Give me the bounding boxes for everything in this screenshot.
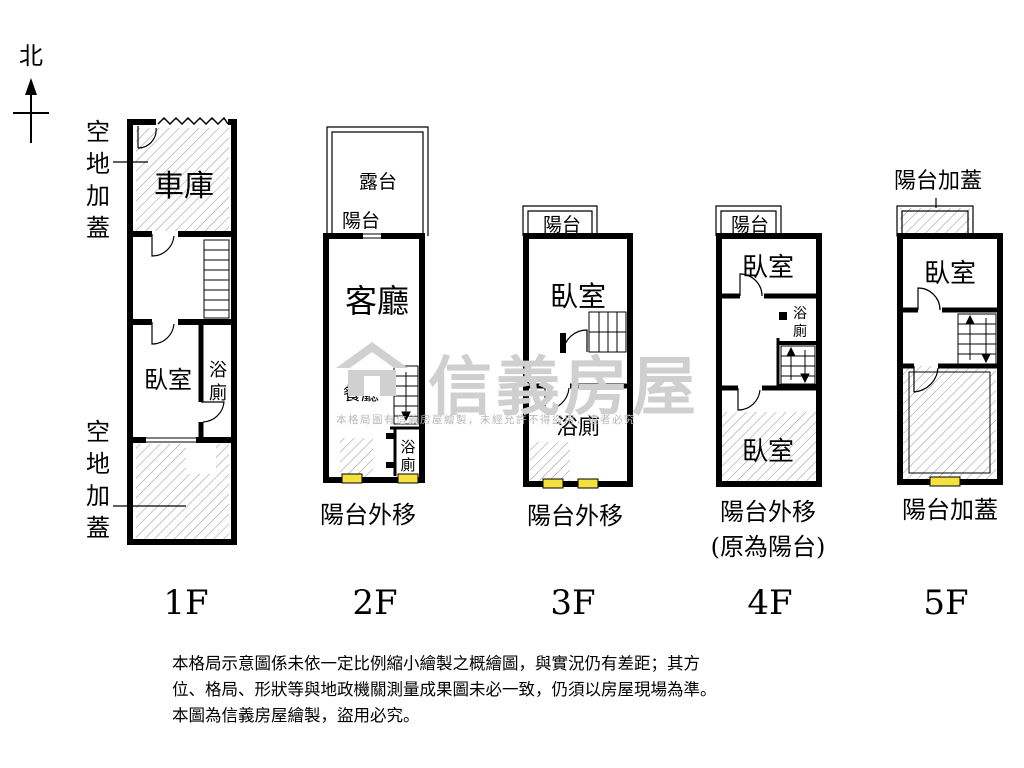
floor-label-3f: 3F [550, 583, 595, 623]
staircase-icon [203, 239, 230, 319]
svg-text:蓋: 蓋 [86, 514, 110, 542]
terrace-outline [326, 126, 429, 236]
room-label-bath: 浴廁 [556, 415, 600, 440]
side-label-covered-bottom: 空 地 加 蓋 [86, 418, 110, 542]
side-label-covered-top: 空 地 加 蓋 [86, 118, 110, 242]
balcony-outline [522, 205, 598, 236]
north-arrow-icon [25, 78, 37, 95]
svg-text:加: 加 [86, 482, 110, 510]
floor-4f-note-1: 陽台外移 [720, 498, 816, 526]
room-label-bedroom-top: 臥室 [742, 253, 794, 283]
svg-text:加: 加 [86, 182, 110, 210]
floor-5f-note-top: 陽台加蓋 [894, 169, 982, 194]
door-swing-icon [739, 273, 763, 297]
floor-4f-plan: 陽台 臥室 浴 廁 臥室 陽台外移 (原為陽台) 4F [711, 205, 826, 623]
room-label-terrace: 露台 [359, 171, 397, 193]
door-swing-icon [917, 287, 941, 311]
floor-3f-plan: 陽台 臥室 浴廁 陽台外移 3F [522, 205, 633, 623]
room-label-bath-2: 廁 [400, 456, 415, 474]
covered-balcony-hatch-top [900, 208, 970, 236]
room-label-bath-2: 廁 [209, 382, 227, 404]
disclaimer-line-2: 位、格局、形狀等與地政機關測量成果圖未必一致，仍須以房屋現場為準。 [172, 680, 717, 699]
svg-text:空: 空 [86, 418, 110, 446]
balcony-outline [715, 205, 782, 236]
staircase-icon [780, 345, 816, 385]
door-swing-icon [913, 366, 939, 393]
door-swing-icon [737, 388, 761, 411]
room-label-bedroom: 臥室 [924, 259, 976, 289]
room-label-balcony: 陽台 [731, 214, 769, 236]
room-label-balcony: 陽台 [543, 214, 581, 236]
room-label-balcony: 陽台 [342, 210, 380, 232]
svg-text:地: 地 [86, 450, 110, 478]
watermark-logo-icon [336, 342, 408, 396]
covered-balcony-hatch-bottom [903, 366, 996, 479]
staircase-icon [588, 311, 627, 353]
room-label-bath-2: 廁 [793, 323, 807, 340]
garage-hatched-area [136, 128, 229, 231]
room-label-bath-1: 浴 [209, 360, 227, 381]
north-compass: 北 [13, 42, 49, 143]
floor-label-5f: 5F [923, 583, 968, 623]
floor-3f-note: 陽台外移 [527, 502, 623, 530]
staircase-icon [393, 365, 419, 425]
staircase-icon [957, 313, 997, 365]
garage-door-icon [157, 116, 229, 126]
entry-door-swing-icon [137, 126, 157, 149]
floor-label-4f: 4F [747, 583, 792, 623]
window-icon [397, 473, 419, 484]
floor-1f-plan: 車庫 臥室 浴 廁 空 地 加 蓋 空 地 加 蓋 1F [86, 116, 237, 623]
room-label-bedroom: 臥室 [550, 280, 606, 313]
watermark-subtext: 本格局圖有信義房屋繪製，未經允許不得盜用，違者必究 [336, 414, 636, 426]
relocated-balcony-hatch [340, 438, 373, 478]
bath-door-swing-icon [201, 401, 225, 423]
floor-label-1f: 1F [163, 583, 208, 623]
door-swing-icon [151, 234, 175, 257]
floor-4f-note-2: (原為陽台) [711, 533, 826, 561]
room-label-bedroom-bottom: 臥室 [742, 437, 794, 467]
compass-label: 北 [19, 42, 43, 70]
floor-4f-outline [716, 233, 822, 487]
window-icon [341, 473, 363, 484]
window-icon [929, 476, 961, 487]
room-label-garage: 車庫 [154, 169, 214, 204]
door-swing-icon [544, 386, 570, 411]
svg-text:蓋: 蓋 [86, 214, 110, 242]
relocated-balcony-hatch [530, 442, 570, 482]
disclaimer-line-3: 本圖為信義房屋繪製，盜用必究。 [172, 706, 420, 725]
floor-2f-note: 陽台外移 [320, 501, 416, 529]
room-label-bath-1: 浴 [400, 438, 415, 456]
floor-label-2f: 2F [352, 583, 397, 623]
relocated-balcony-hatch [722, 412, 816, 482]
svg-text:地: 地 [86, 150, 110, 178]
svg-text:空: 空 [86, 118, 110, 146]
room-label-living: 客廳 [345, 282, 409, 320]
door-swing-icon [151, 322, 175, 345]
window-icon [542, 478, 564, 489]
floor-5f-note-bottom: 陽台加蓋 [902, 496, 998, 524]
floor-2f-plan: 露台 陽台 客廳 餐廳 浴 廁 陽台外移 2F [320, 126, 429, 623]
window-icon [577, 478, 599, 489]
room-label-bath-1: 浴 [793, 306, 807, 322]
floor-5f-plan: 陽台加蓋 臥室 陽台加蓋 5F [894, 169, 1003, 623]
watermark-brand: 信義房屋 [428, 351, 700, 425]
lightwell-gap [186, 444, 216, 474]
disclaimer-line-1: 本格局示意圖係未依一定比例縮小繪製之概繪圖，與實況仍有差距；其方 [172, 654, 700, 673]
room-label-bedroom: 臥室 [144, 366, 192, 394]
